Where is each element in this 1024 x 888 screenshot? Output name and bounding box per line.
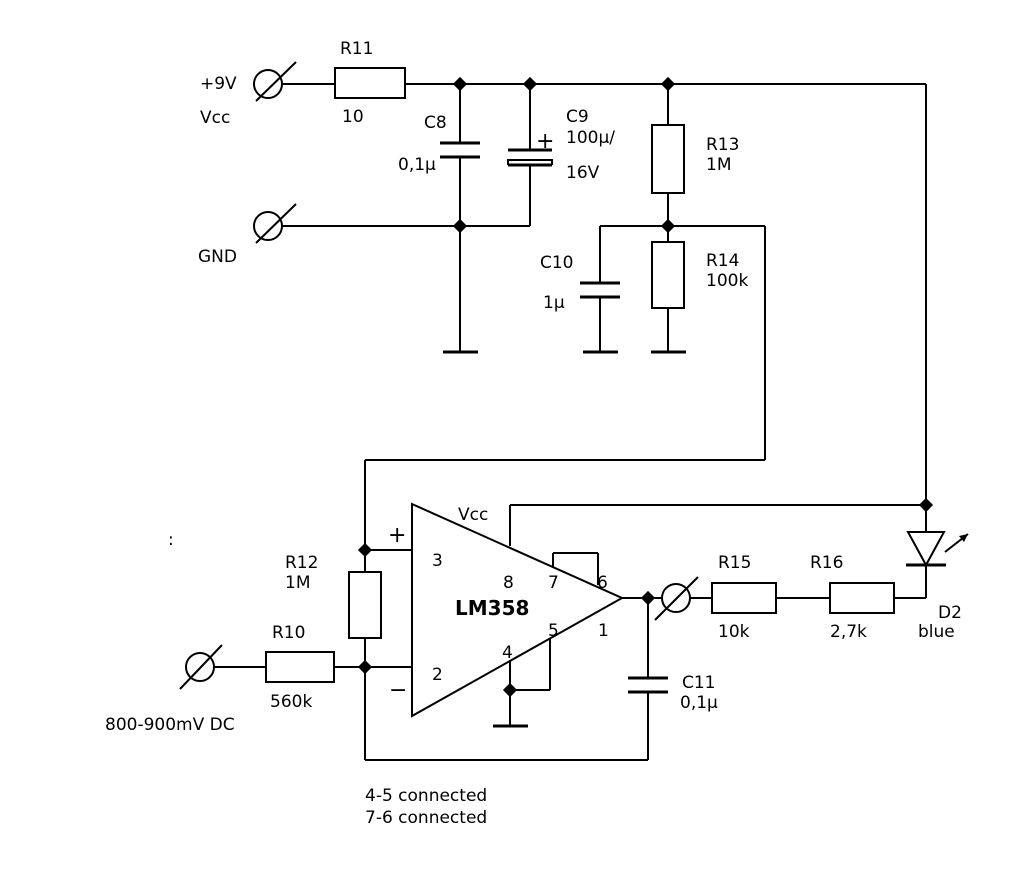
opamp-minus-sign: − — [389, 678, 407, 703]
r16-name: R16 — [810, 553, 843, 573]
opamp-lm358 — [411, 502, 625, 718]
r15-name: R15 — [718, 553, 751, 573]
pin-1: 1 — [598, 621, 609, 641]
r12-name: R12 — [285, 553, 318, 573]
vcc-label-1: +9V — [200, 74, 237, 94]
pin-2: 2 — [432, 665, 443, 685]
note-line-1: 4-5 connected — [365, 786, 487, 806]
resistor-r16 — [829, 582, 895, 614]
r11-name: R11 — [340, 39, 373, 59]
c10-value: 1µ — [543, 293, 565, 313]
resistor-r14 — [651, 241, 685, 309]
note-line-2: 7-6 connected — [365, 808, 487, 828]
d2-value: blue — [918, 622, 955, 642]
opamp-plus-sign: + — [388, 523, 406, 548]
capacitor-c11 — [628, 676, 668, 694]
opamp-name: LM358 — [455, 596, 529, 620]
r10-value: 560k — [270, 692, 312, 712]
r14-name: R14 — [706, 251, 739, 271]
pin-5: 5 — [548, 621, 559, 641]
stray-colon: : — [168, 530, 174, 550]
pin-6: 6 — [597, 573, 608, 593]
r11-value: 10 — [342, 107, 364, 127]
resistor-r10 — [265, 651, 335, 683]
r13-name: R13 — [706, 135, 739, 155]
pin-3: 3 — [432, 551, 443, 571]
resistor-r12 — [348, 571, 382, 639]
ground-symbols — [443, 350, 686, 728]
opamp-vcc-label: Vcc — [458, 505, 488, 525]
junction-dots — [357, 76, 934, 698]
capacitor-c9 — [507, 148, 553, 167]
r16-value: 2,7k — [830, 622, 867, 642]
r12-value: 1M — [285, 573, 310, 593]
pin-8: 8 — [503, 573, 514, 593]
vcc-terminal — [253, 61, 297, 102]
output-terminal — [654, 576, 699, 621]
gnd-label: GND — [198, 247, 237, 267]
input-label: 800-900mV DC — [105, 715, 235, 735]
d2-name: D2 — [938, 603, 962, 623]
r10-name: R10 — [272, 623, 305, 643]
c11-value: 0,1µ — [680, 693, 718, 713]
resistor-r15 — [711, 582, 777, 614]
capacitor-c10 — [580, 281, 620, 299]
resistor-r13 — [651, 124, 685, 194]
pin-7: 7 — [548, 573, 559, 593]
r14-value: 100k — [706, 271, 748, 291]
gnd-terminal — [253, 203, 297, 244]
c8-name: C8 — [424, 113, 447, 133]
c9-name: C9 — [566, 107, 589, 127]
c9-value: 100µ/ — [566, 128, 615, 148]
c9-rating: 16V — [566, 163, 600, 183]
resistor-r11 — [334, 67, 406, 99]
input-terminal — [179, 644, 223, 690]
r13-value: 1M — [706, 155, 731, 175]
pin-4: 4 — [502, 643, 513, 663]
r15-value: 10k — [718, 622, 750, 642]
led-d2 — [906, 528, 969, 568]
c10-name: C10 — [540, 253, 574, 273]
c9-polarity: + — [536, 129, 554, 154]
capacitor-c8 — [440, 141, 480, 159]
c11-name: C11 — [682, 673, 716, 693]
vcc-label-2: Vcc — [200, 108, 230, 128]
c8-value: 0,1µ — [398, 155, 436, 175]
